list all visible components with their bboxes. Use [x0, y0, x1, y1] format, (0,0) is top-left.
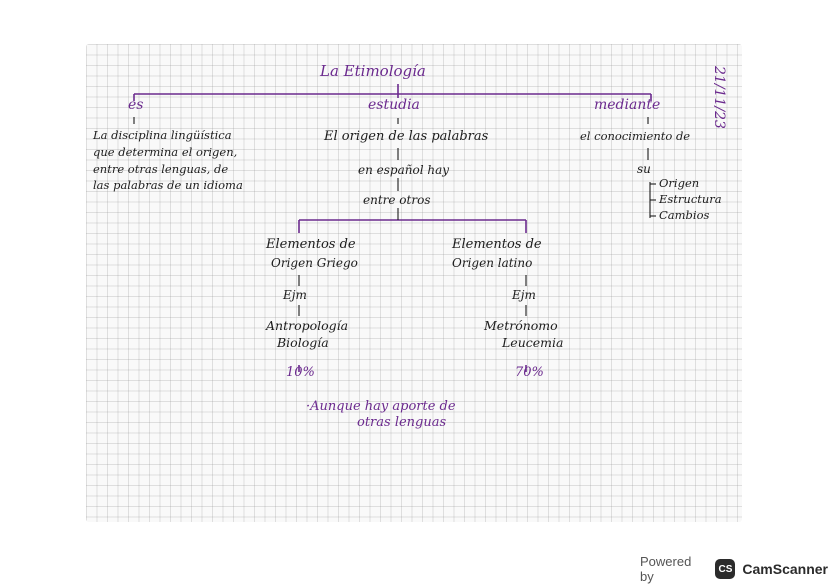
- griego-example-2: Biología: [277, 335, 329, 350]
- griego-example-1: Antropología: [266, 318, 349, 333]
- branch-label-es: es: [128, 97, 144, 113]
- latino-ejm: Ejm: [512, 288, 536, 302]
- date-label: 21/11/23: [711, 66, 727, 129]
- page-title: La Etimología: [320, 62, 426, 80]
- mediante-su: su: [637, 162, 651, 176]
- branch-label-mediante: mediante: [594, 97, 661, 113]
- latino-example-1: Metrónomo: [484, 318, 558, 333]
- griego-ejm: Ejm: [283, 288, 307, 302]
- griego-title-line-2: Origen Griego: [271, 256, 358, 270]
- es-definition-line-4: las palabras de un idioma: [93, 178, 243, 192]
- grid-paper-sheet: [86, 44, 742, 522]
- es-definition-line-2: que determina el origen,: [93, 145, 238, 159]
- griego-title-line-1: Elementos de: [266, 237, 356, 252]
- note-line-2: otras lenguas: [357, 415, 447, 430]
- estudia-sub2: entre otros: [363, 193, 431, 207]
- powered-by-label: Powered by: [640, 554, 692, 584]
- branch-label-estudia: estudia: [368, 97, 420, 113]
- latino-example-2: Leucemia: [502, 335, 564, 350]
- mediante-text: el conocimiento de: [580, 129, 691, 143]
- mediante-item-origen: Origen: [659, 176, 700, 190]
- latino-percentage: 70%: [515, 365, 544, 380]
- note-line-1: ·Aunque hay aporte de: [306, 399, 456, 414]
- latino-title-line-2: Origen latino: [452, 256, 533, 270]
- estudia-text: El origen de las palabras: [324, 129, 489, 144]
- estudia-sub1: en español hay: [358, 163, 450, 177]
- camscanner-watermark: Powered by CS CamScanner: [640, 554, 828, 584]
- mediante-item-estructura: Estructura: [659, 192, 722, 206]
- es-definition-line-3: entre otras lenguas, de: [93, 162, 229, 176]
- mediante-item-cambios: Cambios: [659, 208, 710, 222]
- latino-title-line-1: Elementos de: [452, 237, 542, 252]
- camscanner-brand: CamScanner: [742, 561, 828, 577]
- camscanner-logo-icon: CS: [715, 559, 736, 579]
- griego-percentage: 10%: [286, 365, 315, 380]
- es-definition-line-1: La disciplina lingüística: [93, 128, 232, 142]
